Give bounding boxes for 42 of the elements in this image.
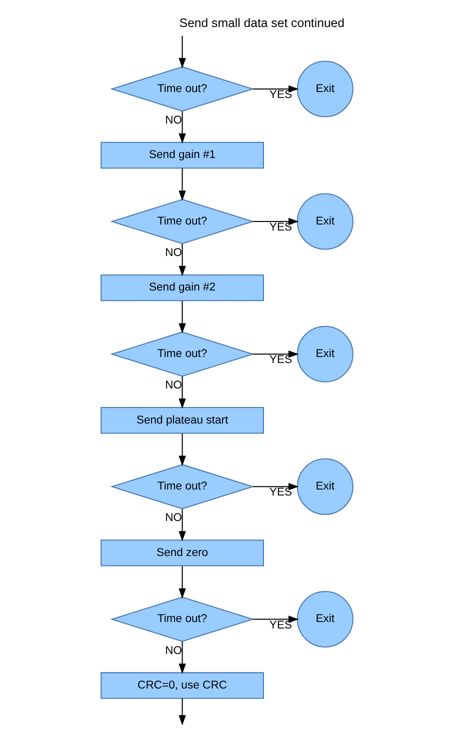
- node-circle: Exit: [296, 590, 354, 648]
- node-box: Send gain #1: [100, 142, 264, 169]
- diagram-title: Send small data set continued: [179, 16, 345, 30]
- edge-label: NO: [165, 114, 182, 126]
- node-box: Send zero: [100, 540, 264, 566]
- arrow: [178, 111, 186, 144]
- edge-label: NO: [165, 512, 182, 524]
- arrow: [252, 350, 299, 358]
- node-circle: Exit: [296, 458, 354, 515]
- edge-label: NO: [165, 380, 182, 392]
- arrow: [178, 168, 186, 201]
- node-box: Send gain #2: [100, 274, 264, 302]
- node-box: CRC=0, use CRC: [100, 672, 264, 699]
- edge-label: NO: [165, 644, 182, 657]
- node-diamond: Time out?: [110, 464, 254, 510]
- edge-label: YES: [269, 222, 292, 234]
- arrow: [178, 244, 186, 276]
- node-diamond: Time out?: [110, 596, 254, 642]
- arrow: [252, 616, 299, 623]
- arrow: [178, 566, 186, 599]
- edge-label: YES: [269, 354, 292, 366]
- edge-label: YES: [269, 619, 292, 632]
- node-circle: Exit: [296, 193, 354, 250]
- node-diamond: Time out?: [110, 331, 254, 377]
- arrow: [252, 85, 299, 93]
- arrow: [178, 300, 186, 334]
- arrow: [178, 698, 186, 726]
- edge-label: NO: [165, 247, 182, 260]
- node-box: Send plateau start: [100, 407, 264, 434]
- arrow: [252, 218, 299, 226]
- edge-label: YES: [269, 486, 292, 499]
- node-diamond: Time out?: [110, 198, 254, 244]
- arrow: [178, 36, 186, 68]
- edge-label: YES: [269, 89, 292, 102]
- arrow: [178, 376, 186, 409]
- arrow: [178, 434, 186, 466]
- arrow: [252, 483, 299, 490]
- node-circle: Exit: [296, 326, 354, 382]
- arrow: [178, 509, 186, 542]
- node-diamond: Time out?: [110, 66, 254, 112]
- arrow: [178, 642, 186, 674]
- node-circle: Exit: [296, 60, 354, 118]
